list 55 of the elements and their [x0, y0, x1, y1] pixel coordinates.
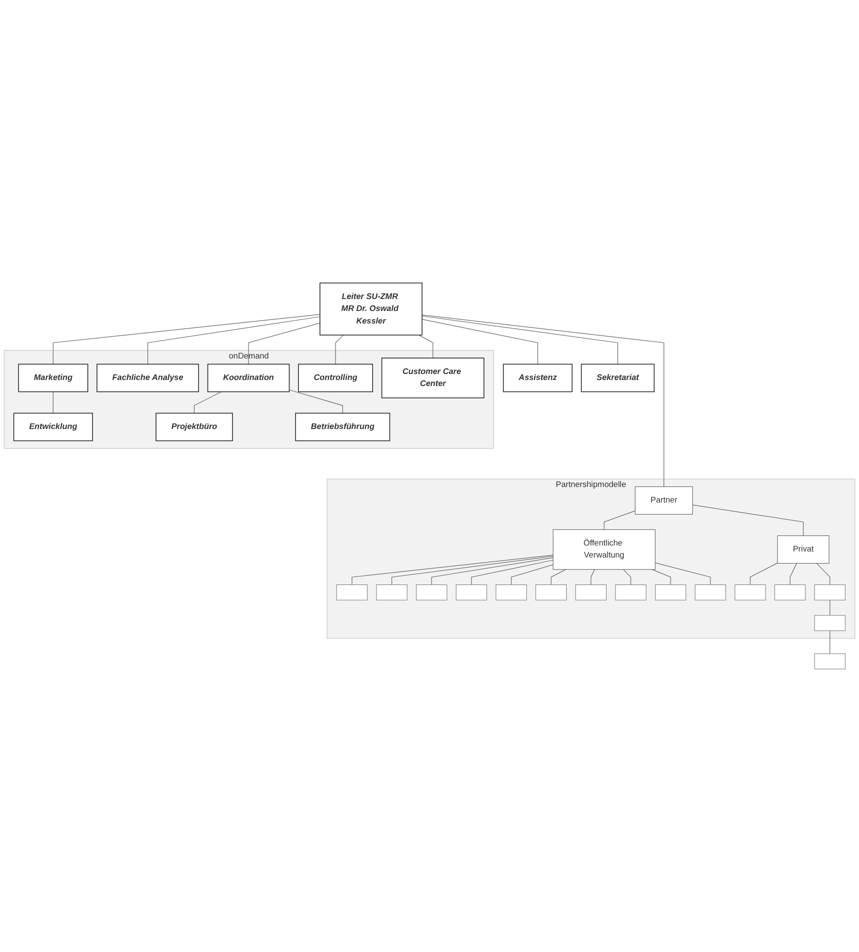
node-box	[575, 584, 606, 600]
node-box	[615, 584, 646, 600]
connector	[52, 391, 54, 414]
node-box	[336, 584, 368, 600]
connector	[147, 316, 320, 364]
connector	[550, 569, 566, 586]
connector	[692, 504, 804, 536]
connector	[422, 319, 538, 364]
node-box: Sekretariat	[580, 364, 655, 392]
node-box	[814, 653, 846, 670]
node-box	[655, 584, 686, 600]
node-box: Öffentliche Verwaltung	[552, 529, 656, 570]
connector	[750, 562, 778, 586]
node-box	[496, 584, 527, 600]
connector	[590, 569, 595, 586]
connector	[52, 314, 320, 364]
node-box: Entwicklung	[13, 412, 93, 442]
node-box	[734, 584, 766, 600]
node-box	[536, 584, 567, 600]
connector	[790, 563, 797, 586]
node-box: Marketing	[18, 364, 88, 392]
connector	[248, 322, 320, 364]
connector	[194, 391, 222, 414]
connector	[392, 556, 554, 586]
connector	[335, 334, 344, 364]
node-box: Controlling	[298, 364, 374, 392]
node-box	[376, 584, 408, 600]
node-box: Fachliche Analyse	[96, 364, 199, 392]
node-box: Privat	[777, 535, 830, 564]
connector	[431, 557, 554, 586]
connector	[816, 563, 830, 586]
connector	[418, 334, 434, 358]
node-box	[416, 584, 448, 600]
connector	[288, 390, 343, 414]
connector	[422, 316, 618, 364]
connector	[604, 510, 636, 530]
node-box	[774, 584, 806, 600]
connector	[422, 314, 664, 488]
node-box	[456, 584, 488, 600]
connector	[510, 564, 554, 586]
connector	[623, 569, 632, 586]
node-box	[814, 615, 846, 631]
node-box: Customer Care Center	[381, 358, 484, 398]
connector	[471, 560, 554, 586]
node-box: Partner	[634, 486, 693, 515]
connector	[352, 554, 554, 586]
connector	[652, 569, 671, 586]
node-box: Projektbüro	[156, 412, 233, 442]
node-box	[694, 584, 726, 600]
connector	[654, 562, 711, 586]
node-box: Betriebsführung	[295, 412, 390, 442]
node-box: Koordination	[207, 364, 290, 392]
node-box: Assistenz	[502, 364, 572, 392]
node-box: Leiter SU-ZMR MR Dr. Oswald Kessler	[320, 282, 422, 336]
node-box	[814, 584, 846, 600]
